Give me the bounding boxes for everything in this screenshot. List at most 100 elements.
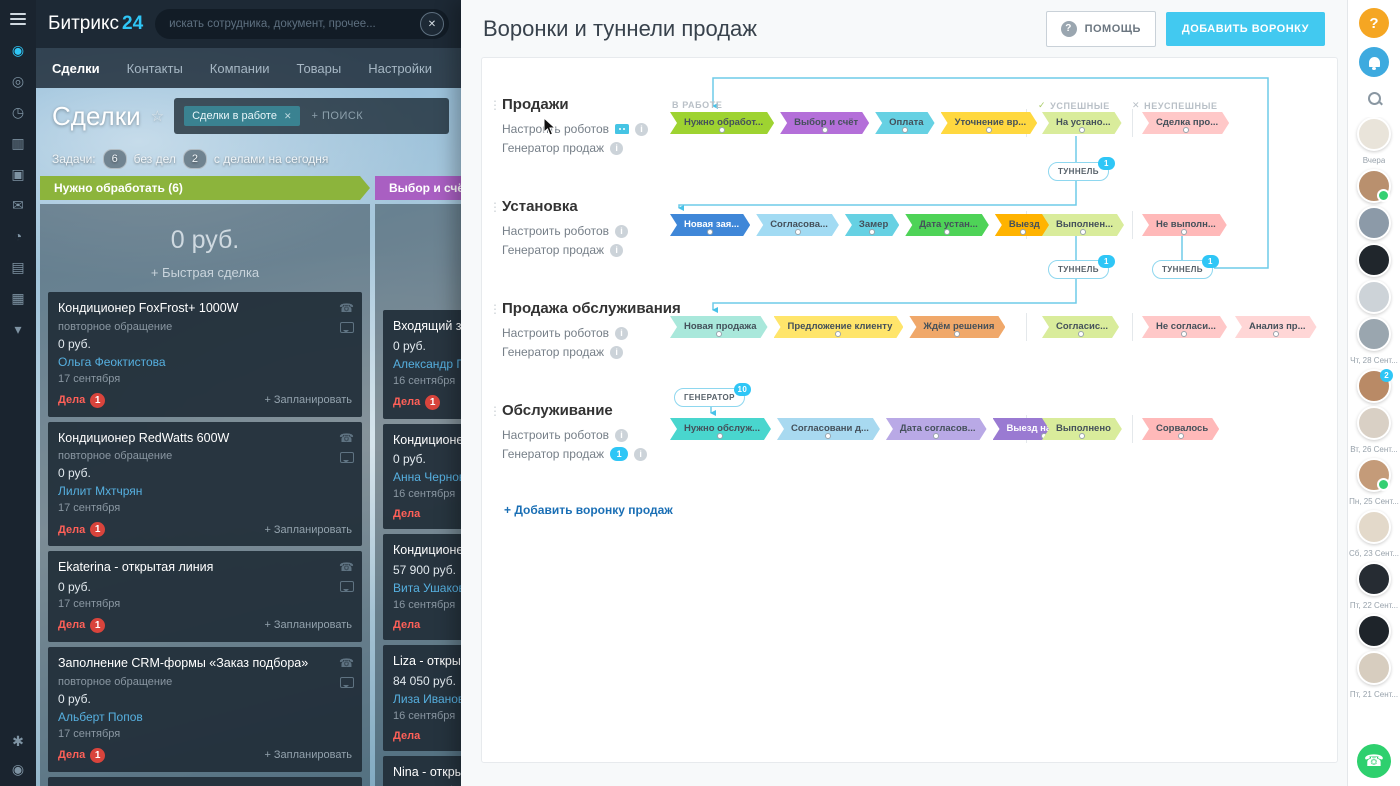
- stage-chip[interactable]: Выполнен...: [1042, 214, 1124, 236]
- stage-chip[interactable]: Выезд: [995, 214, 1051, 236]
- history-icon[interactable]: ◔: [13, 228, 23, 244]
- stage-chip[interactable]: На устано...: [1042, 112, 1122, 134]
- phone-icon[interactable]: ☎: [339, 655, 354, 670]
- avatar[interactable]: [1357, 406, 1391, 440]
- stage-chip[interactable]: Дата устан...: [905, 214, 989, 236]
- avatar[interactable]: 2: [1357, 369, 1393, 403]
- stage-chip[interactable]: Не выполн...: [1142, 214, 1227, 236]
- tab-компании[interactable]: Компании: [209, 60, 270, 76]
- stage-chip[interactable]: Оплата: [875, 112, 934, 134]
- tasks-icon[interactable]: ▣: [11, 166, 25, 182]
- stage-chip[interactable]: Нужно обслуж...: [670, 418, 771, 440]
- mail-icon[interactable]: ✉: [12, 197, 24, 213]
- settings-icon[interactable]: ✱: [12, 733, 24, 749]
- deal-contact-link[interactable]: Вита Ушакова: [393, 580, 461, 595]
- filter-chip[interactable]: Сделки в работе ✕: [184, 106, 300, 126]
- info-icon[interactable]: i: [610, 345, 624, 359]
- avatar[interactable]: [1357, 169, 1391, 203]
- menu-icon[interactable]: [10, 13, 26, 25]
- avatar[interactable]: [1357, 317, 1391, 351]
- notifications-icon[interactable]: [1359, 47, 1389, 77]
- tab-товары[interactable]: Товары: [296, 60, 342, 76]
- deal-card[interactable]: Входящий звоно...0 руб.Александр Патрок.…: [383, 310, 461, 419]
- schedule-link[interactable]: + Запланировать: [264, 394, 352, 407]
- global-search-input[interactable]: искать сотрудника, документ, прочее... ✕: [155, 9, 449, 39]
- avatar[interactable]: [1357, 243, 1391, 277]
- info-icon[interactable]: i: [634, 447, 648, 461]
- deal-contact-link[interactable]: Александр Патрок...: [393, 356, 461, 371]
- deal-title[interactable]: Кондиционер Fox...: [393, 432, 461, 447]
- info-icon[interactable]: i: [615, 326, 629, 340]
- deal-contact-link[interactable]: Ольга Феоктистова: [58, 354, 166, 369]
- stage-chip[interactable]: Выполнено: [1042, 418, 1122, 440]
- chat-icon[interactable]: [339, 322, 354, 333]
- deal-contact-link[interactable]: Анна Чернова: [393, 470, 461, 485]
- phone-call-icon[interactable]: ☎: [1357, 744, 1391, 778]
- avatar[interactable]: [1357, 614, 1391, 648]
- funnel-name[interactable]: Продажа обслуживания: [502, 300, 681, 317]
- deal-title[interactable]: Заполнение CRM-формы «Заказ подбора»: [58, 655, 309, 670]
- avatar[interactable]: [1357, 458, 1391, 492]
- task-count-badge[interactable]: 2: [182, 149, 207, 169]
- info-icon[interactable]: i: [635, 122, 649, 136]
- stage-chip[interactable]: Согласовани д...: [777, 418, 880, 440]
- stage-chip[interactable]: Ждём решения: [909, 316, 1005, 338]
- favorite-star-icon[interactable]: ☆: [150, 108, 165, 125]
- drag-handle-icon[interactable]: ⋮: [489, 302, 501, 316]
- avatar[interactable]: [1357, 206, 1391, 240]
- stage-chip[interactable]: Выбор и счёт: [780, 112, 869, 134]
- deal-title[interactable]: Ekaterina - открытая линия: [58, 560, 214, 575]
- live-feed-icon[interactable]: ◎: [11, 73, 25, 89]
- funnel-name[interactable]: Обслуживание: [502, 402, 613, 419]
- info-icon[interactable]: i: [610, 141, 624, 155]
- stage-chip[interactable]: Согласова...: [756, 214, 839, 236]
- kanban-column-header[interactable]: Нужно обработать (6): [40, 176, 370, 200]
- pulse-icon[interactable]: ◉: [11, 42, 25, 58]
- market-icon[interactable]: ▤: [11, 259, 25, 275]
- deal-contact-link[interactable]: Лилит Мхтчрян: [58, 484, 143, 499]
- avatar[interactable]: [1357, 562, 1391, 596]
- stage-chip[interactable]: Уточнение вр...: [941, 112, 1038, 134]
- deal-contact-link[interactable]: Лиза Иванова: [393, 691, 461, 706]
- add-funnel-button[interactable]: ДОБАВИТЬ ВОРОНКУ: [1165, 11, 1325, 46]
- deal-title[interactable]: Кондиционер RedWatts 600W: [58, 430, 230, 445]
- avatar[interactable]: [1357, 280, 1391, 314]
- phone-icon[interactable]: ☎: [339, 301, 354, 315]
- deal-title[interactable]: Liza - открытая ли...: [393, 653, 461, 668]
- deal-contact-link[interactable]: Альберт Попов: [58, 709, 143, 724]
- deal-card[interactable]: Liza - открытая ли...84 050 руб.Лиза Ива…: [383, 644, 461, 751]
- info-icon[interactable]: i: [615, 428, 629, 442]
- stage-chip[interactable]: Согласис...: [1042, 316, 1119, 338]
- calendar-icon[interactable]: ▦: [11, 290, 25, 306]
- drag-handle-icon[interactable]: ⋮: [489, 98, 501, 112]
- stage-chip[interactable]: Анализ пр...: [1235, 316, 1317, 338]
- drag-handle-icon[interactable]: ⋮: [489, 404, 501, 418]
- stage-chip[interactable]: Сорвалось: [1142, 418, 1219, 440]
- schedule-link[interactable]: + Запланировать: [264, 619, 352, 632]
- funnel-name[interactable]: Продажи: [502, 96, 569, 113]
- stage-chip[interactable]: Новая зая...: [670, 214, 750, 236]
- deal-card[interactable]: Кондиционер Eig...57 900 руб.Вита Ушаков…: [383, 534, 461, 640]
- avatar[interactable]: [1357, 651, 1391, 685]
- tab-контакты[interactable]: Контакты: [126, 60, 183, 76]
- filter-bar[interactable]: Сделки в работе ✕ + ПОИСК: [174, 98, 449, 134]
- avatar[interactable]: [1357, 117, 1391, 151]
- deal-title[interactable]: Кондиционер FoxFrost+ 1000W: [58, 301, 239, 315]
- quick-deal-button[interactable]: + Быстрая сделка: [150, 265, 260, 280]
- stage-chip[interactable]: Не согласи...: [1142, 316, 1227, 338]
- info-icon[interactable]: i: [610, 243, 624, 257]
- deal-title[interactable]: Входящий звоно...: [393, 319, 461, 333]
